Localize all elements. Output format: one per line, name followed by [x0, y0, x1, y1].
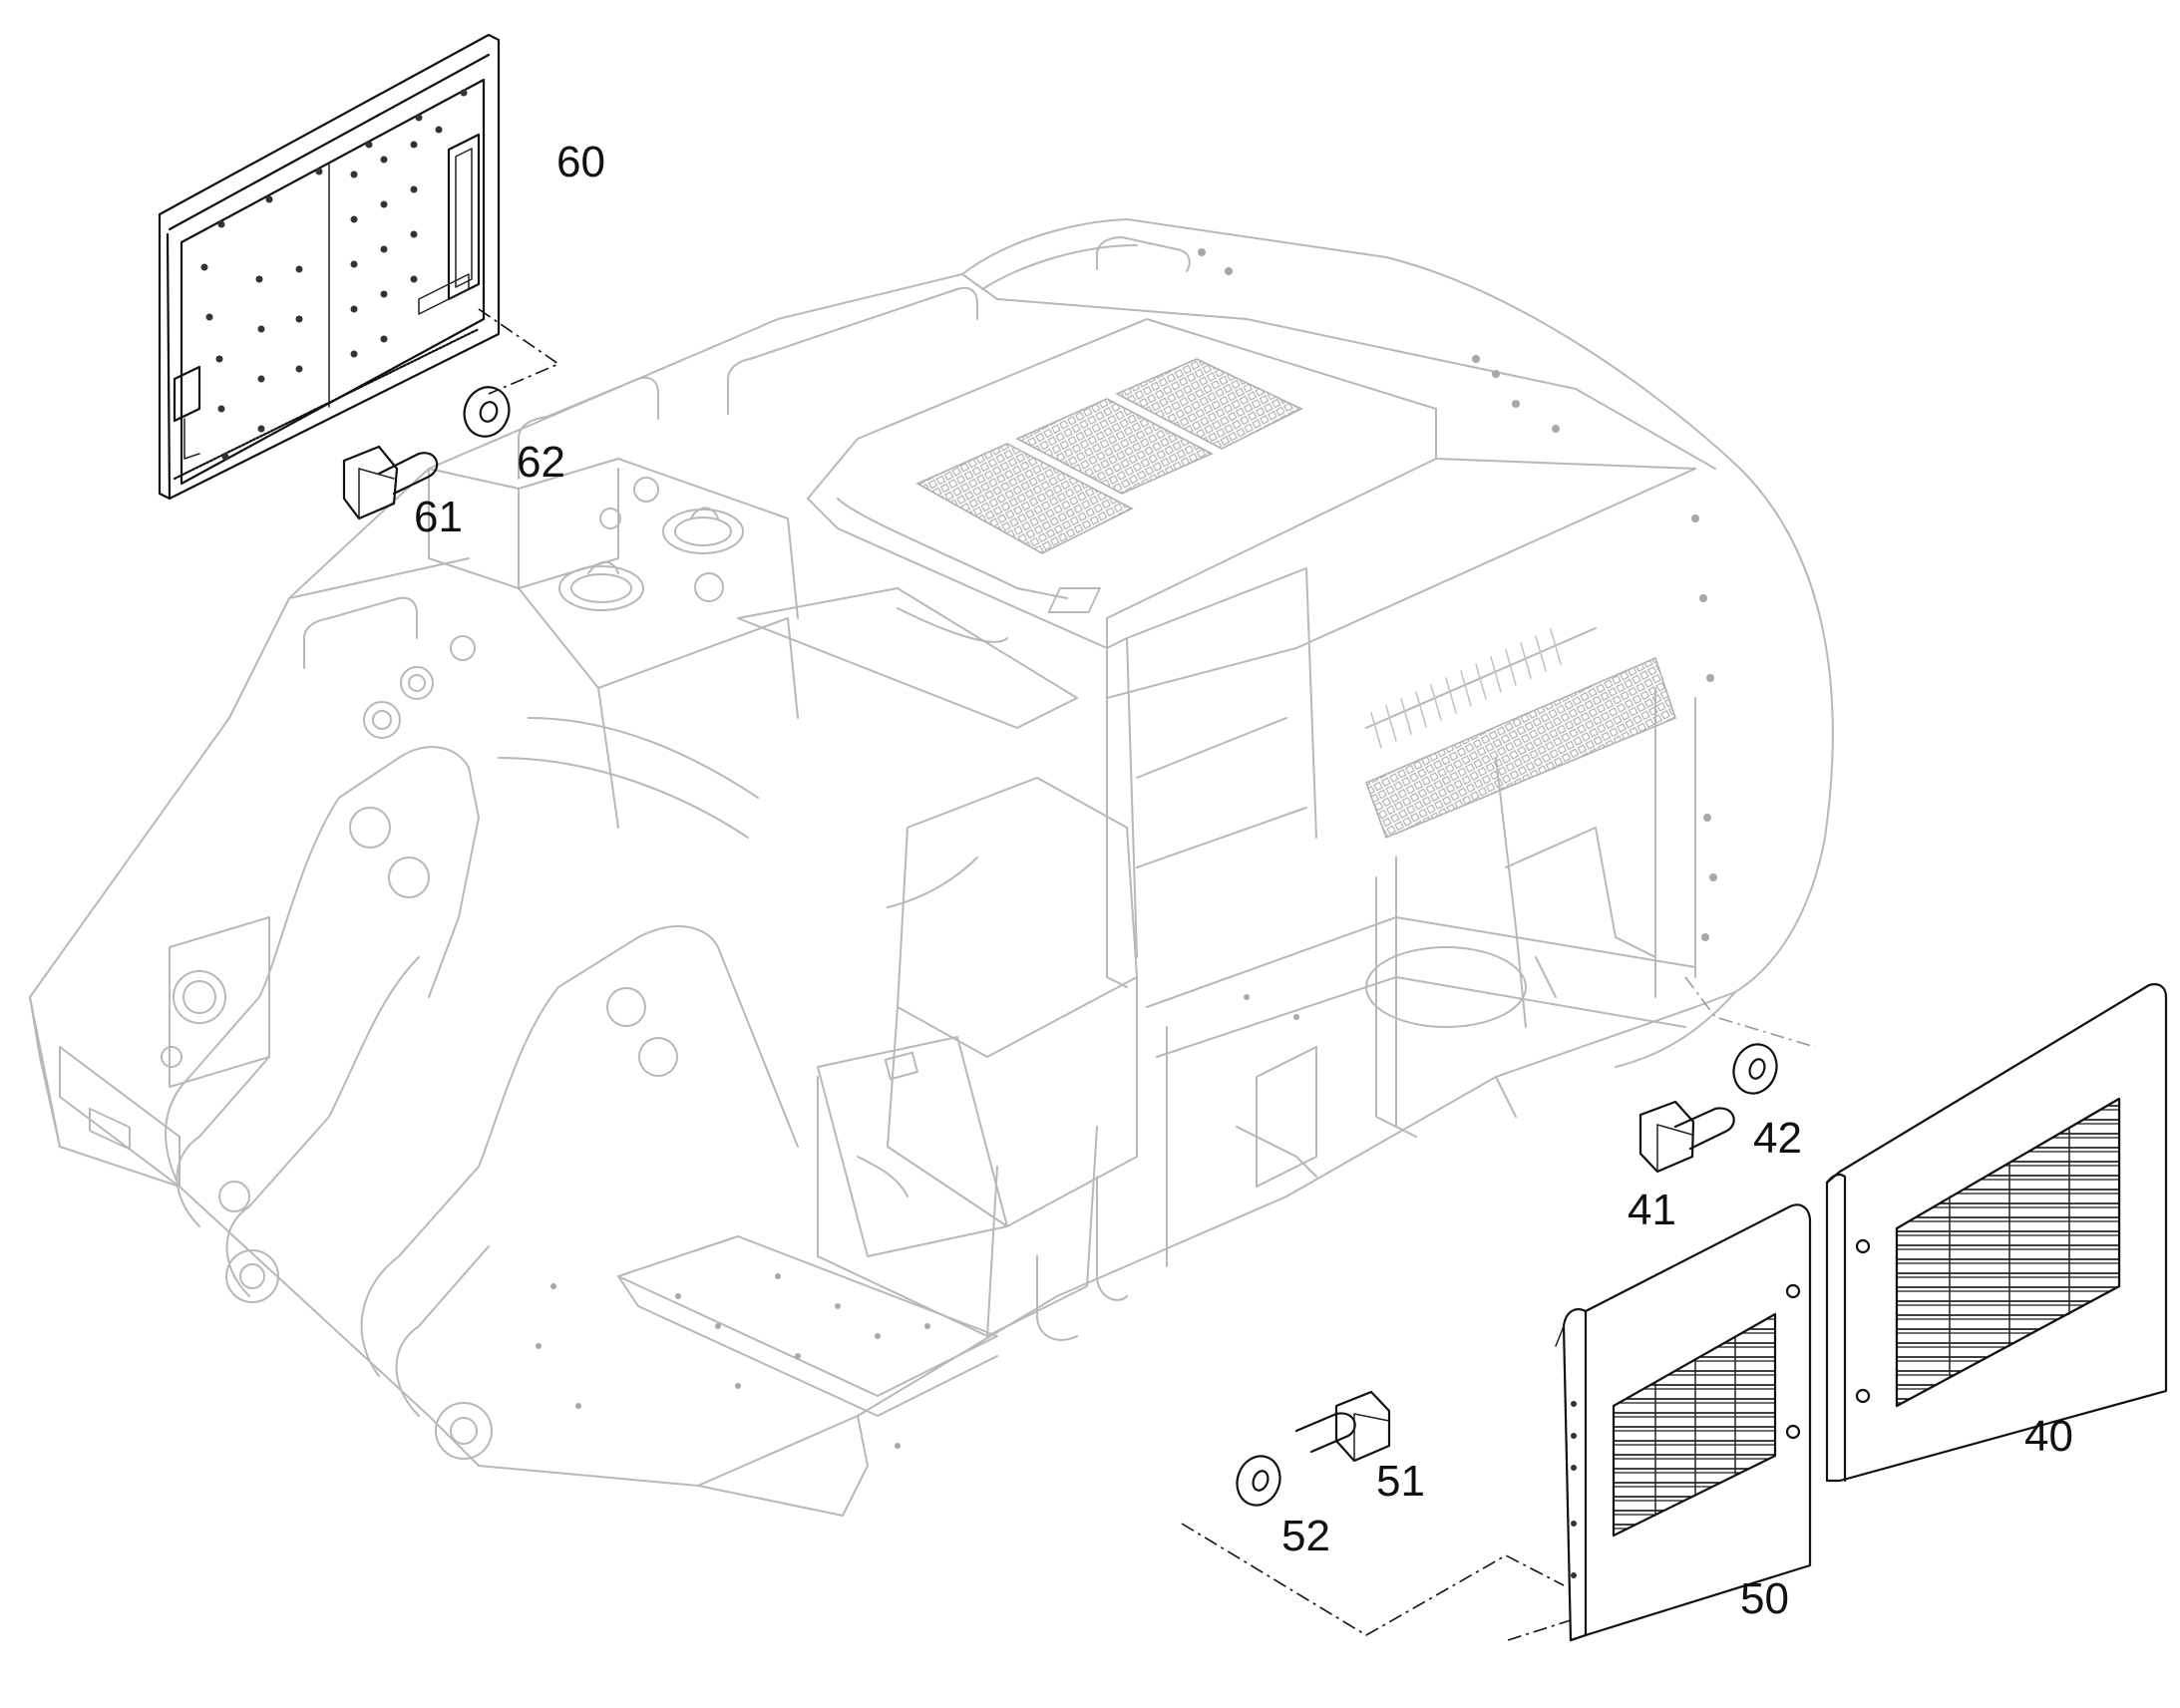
callout-labels: 60 62 61 42 41 40 51 52 50 — [414, 138, 2073, 1623]
part-60-door-panel — [158, 33, 560, 501]
part-40-side-panel — [1825, 983, 2168, 1483]
upperstructure-frame — [29, 218, 1834, 1517]
part-62-washer — [463, 386, 511, 438]
part-61-bolt — [342, 445, 439, 520]
callout-51: 51 — [1376, 1457, 1425, 1506]
part-42-washer — [1732, 1043, 1778, 1095]
callout-62: 62 — [517, 438, 565, 487]
callout-60: 60 — [556, 138, 605, 186]
callout-50: 50 — [1740, 1574, 1789, 1623]
callout-42: 42 — [1753, 1114, 1802, 1163]
callout-41: 41 — [1628, 1186, 1676, 1234]
callout-40: 40 — [2024, 1412, 2073, 1461]
part-41-bolt — [1638, 1100, 1735, 1174]
part-51-bolt — [1294, 1390, 1391, 1463]
part-50-side-panel — [1181, 1203, 1812, 1642]
callout-52: 52 — [1281, 1512, 1330, 1560]
callout-61: 61 — [414, 493, 463, 541]
part-52-washer — [1236, 1455, 1281, 1507]
